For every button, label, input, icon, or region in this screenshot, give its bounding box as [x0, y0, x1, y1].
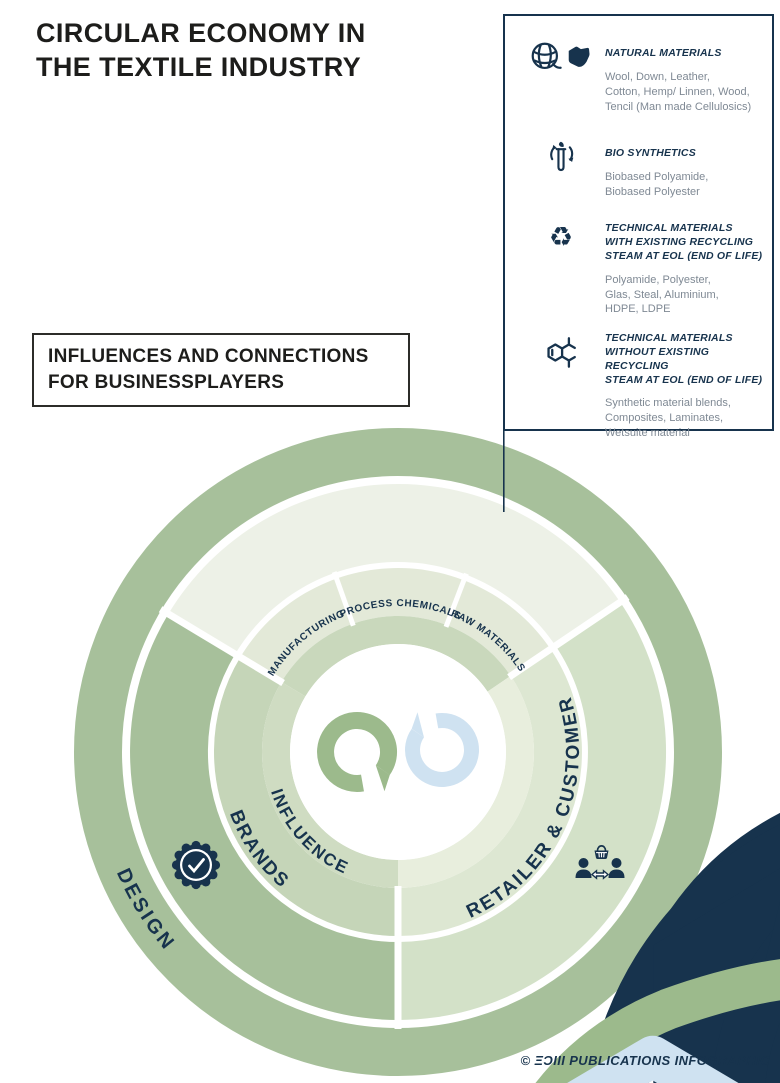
exchange-arrow-icon — [590, 869, 610, 880]
legend-heading: BIO SYNTHETICS — [605, 147, 696, 159]
legend-body: Synthetic material blends, Composites, L… — [605, 397, 731, 440]
retailer-customer-trade-icon — [575, 845, 625, 880]
legend-body: Biobased Polyamide, Biobased Polyester — [605, 170, 709, 198]
leather-hide-icon — [565, 43, 593, 71]
legend-body: Polyamide, Polyester, Glas, Steal, Alumi… — [605, 273, 719, 316]
legend-item-natural-materials: NATURAL MATERIALS Wool, Down, Leather, C… — [517, 38, 766, 115]
legend-heading: NATURAL MATERIALS — [605, 47, 722, 59]
certified-badge-icon — [171, 840, 221, 890]
page-title: CIRCULAR ECONOMY IN THE TEXTILE INDUSTRY — [36, 18, 366, 83]
technical-cycle-logo — [405, 712, 479, 787]
legend-item-technical-with-recycling: ♻ TECHNICAL MATERIALS WITH EXISTING RECY… — [517, 222, 766, 317]
basket-icon — [594, 845, 609, 859]
bio-synthetics-icon — [544, 140, 578, 174]
legend-item-technical-without-recycling: TECHNICAL MATERIALS WITHOUT EXISTING REC… — [517, 332, 766, 441]
recycling-icon: ♻ — [548, 222, 574, 253]
yarn-ball-icon — [529, 40, 562, 73]
legend-item-bio-synthetics: BIO SYNTHETICS Biobased Polyamide, Bioba… — [517, 138, 766, 200]
legend-body: Wool, Down, Leather, Cotton, Hemp/ Linne… — [605, 70, 752, 113]
biological-cycle-logo — [317, 711, 398, 792]
publisher-credit: © ΞƆIII PUBLICATIONS INFOGRAPHIC — [520, 1053, 770, 1068]
materials-legend: NATURAL MATERIALS Wool, Down, Leather, C… — [503, 14, 774, 439]
circle-rings — [74, 428, 722, 1076]
legend-heading: TECHNICAL MATERIALS WITHOUT EXISTING REC… — [605, 332, 763, 386]
molecule-icon — [543, 334, 580, 371]
legend-heading: TECHNICAL MATERIALS WITH EXISTING RECYCL… — [605, 222, 763, 262]
influences-box: INFLUENCES AND CONNECTIONS FOR BUSINESSP… — [32, 333, 410, 408]
